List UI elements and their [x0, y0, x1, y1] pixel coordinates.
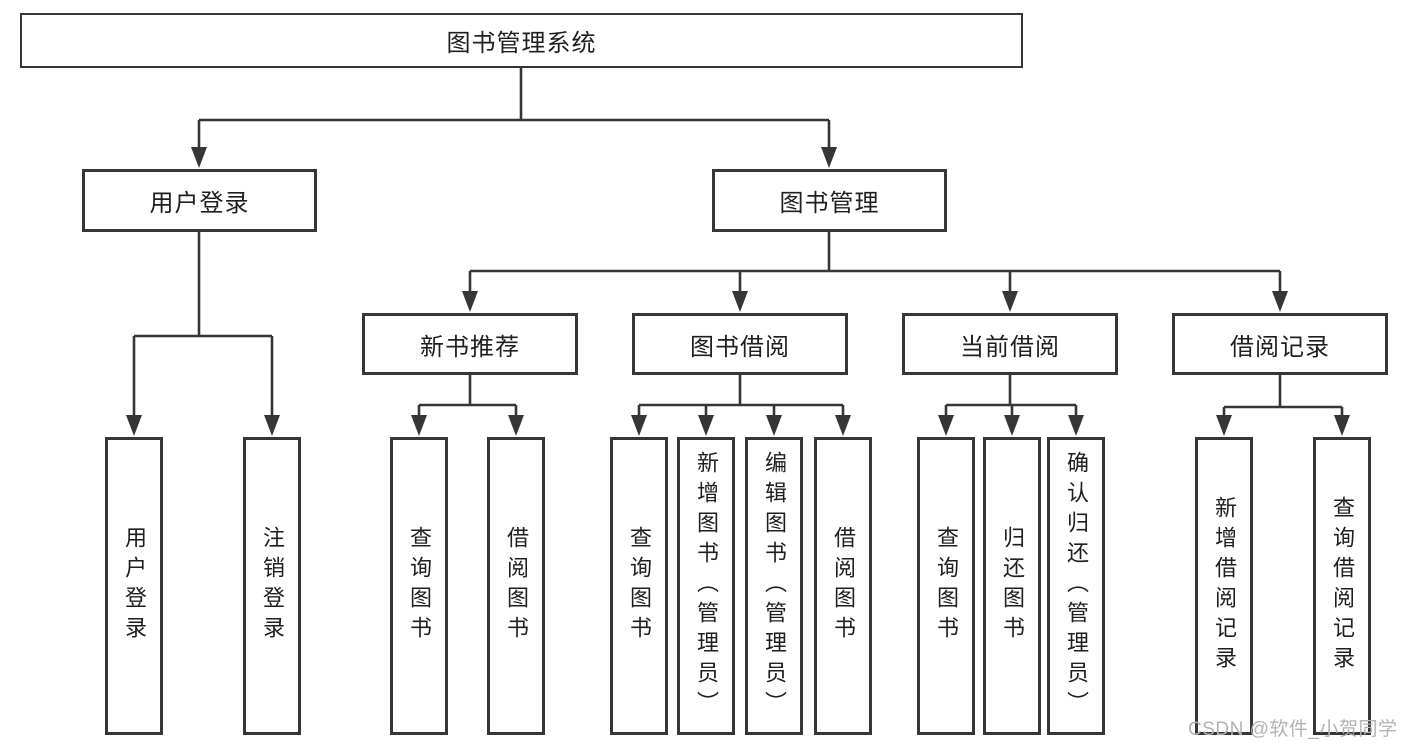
node-new-book-recommend-label: 新书推荐: [420, 333, 520, 361]
node-book-manage-label: 图书管理: [779, 190, 880, 217]
leaf-query-borrow-record: 查询借阅记录: [1313, 437, 1371, 735]
leaf-newbook-borrow-label: 借阅图书: [504, 526, 529, 646]
node-borrow-record: 借阅记录: [1172, 313, 1388, 375]
leaf-borrow-book-label: 借阅图书: [831, 526, 856, 646]
node-book-borrow-label: 图书借阅: [690, 333, 790, 361]
node-current-borrow: 当前借阅: [902, 313, 1118, 375]
leaf-user-login-label: 用户登录: [122, 526, 147, 646]
node-user-login-label: 用户登录: [149, 190, 250, 217]
leaf-confirm-return-admin: 确认归还（管理员）: [1047, 437, 1105, 735]
connector-book-borrow: [637, 375, 845, 418]
connector-current-borrow: [944, 375, 1078, 418]
leaf-add-book-admin: 新增图书（管理员）: [677, 437, 735, 735]
leaf-borrow-query: 查询图书: [610, 437, 668, 735]
connector-user-login: [132, 232, 274, 418]
leaf-add-book-admin-label: 新增图书（管理员）: [694, 451, 719, 721]
node-borrow-record-label: 借阅记录: [1230, 333, 1330, 361]
leaf-add-borrow-record-label: 新增借阅记录: [1212, 496, 1237, 676]
leaf-edit-book-admin-label: 编辑图书（管理员）: [762, 451, 787, 721]
leaf-return-book-label: 归还图书: [1000, 526, 1025, 646]
leaf-logout-label: 注销登录: [260, 526, 285, 646]
node-system-root-label: 图书管理系统: [446, 30, 597, 57]
node-new-book-recommend: 新书推荐: [362, 313, 578, 375]
leaf-newbook-borrow: 借阅图书: [487, 437, 545, 735]
leaf-confirm-return-admin-label: 确认归还（管理员）: [1064, 451, 1089, 721]
connector-new-book: [417, 375, 518, 418]
leaf-return-book: 归还图书: [983, 437, 1041, 735]
connector-borrow-record: [1222, 375, 1344, 418]
node-user-login: 用户登录: [82, 169, 317, 232]
leaf-edit-book-admin: 编辑图书（管理员）: [745, 437, 803, 735]
leaf-logout: 注销登录: [243, 437, 301, 735]
leaf-newbook-query-label: 查询图书: [407, 526, 432, 646]
leaf-borrow-query-label: 查询图书: [627, 526, 652, 646]
node-book-manage: 图书管理: [712, 169, 947, 232]
leaf-newbook-query: 查询图书: [390, 437, 448, 735]
node-current-borrow-label: 当前借阅: [960, 333, 1060, 361]
connector-book-manage: [468, 232, 1282, 294]
node-system-root: 图书管理系统: [20, 13, 1023, 68]
leaf-query-borrow-record-label: 查询借阅记录: [1330, 496, 1355, 676]
leaf-current-query: 查询图书: [917, 437, 975, 735]
leaf-borrow-book: 借阅图书: [814, 437, 872, 735]
node-book-borrow: 图书借阅: [632, 313, 848, 375]
leaf-user-login: 用户登录: [105, 437, 163, 735]
csdn-watermark: CSDN @软件_小贺同学: [1188, 719, 1398, 740]
connector-root: [197, 68, 831, 150]
leaf-current-query-label: 查询图书: [934, 526, 959, 646]
leaf-add-borrow-record: 新增借阅记录: [1195, 437, 1253, 735]
